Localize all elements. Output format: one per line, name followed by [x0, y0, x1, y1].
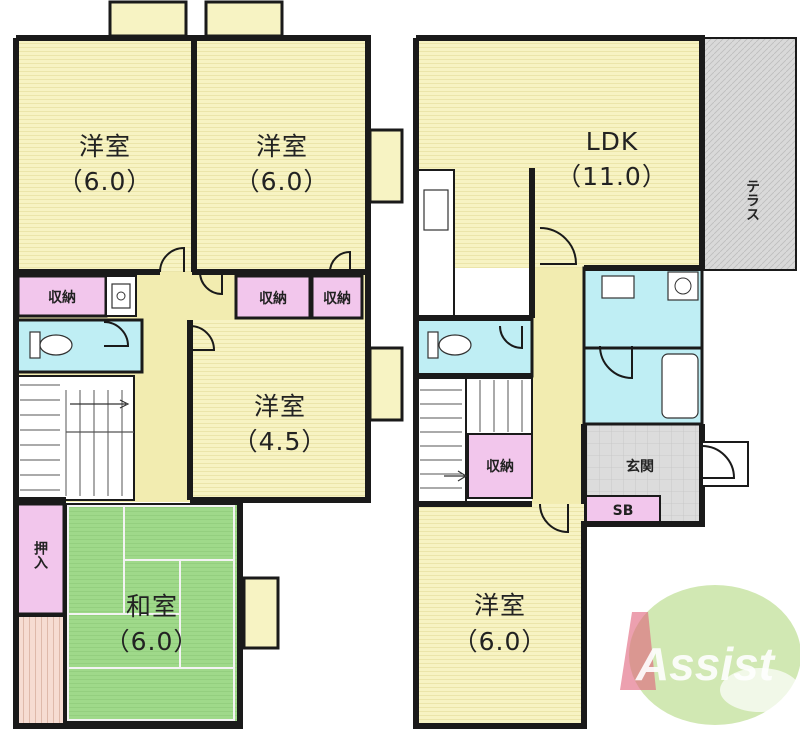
- right-floor: LDK （11.0） テラス 収納 玄関 SB 洋室 （6.0）: [413, 35, 797, 729]
- room-size: （6.0）: [453, 627, 548, 656]
- room-name: 洋室: [79, 132, 131, 161]
- storage: [234, 274, 312, 320]
- wood-deck: [15, 615, 65, 725]
- shoebox-label: SB: [613, 503, 634, 519]
- room-size: （6.0）: [58, 167, 153, 196]
- window-box: [368, 346, 404, 422]
- room-fill: [16, 40, 194, 272]
- room-name: 洋室: [256, 132, 308, 161]
- tatami-room: [65, 503, 239, 723]
- shoebox: [585, 495, 661, 525]
- genkan-label: 玄関: [626, 458, 654, 475]
- assist-logo: Assist: [620, 585, 800, 725]
- balcony: [204, 0, 284, 38]
- toilet-icon: [427, 331, 472, 359]
- room-fill: [416, 504, 584, 726]
- balcony: [108, 0, 188, 38]
- sink-icon: [417, 169, 455, 319]
- storage-label: 収納: [259, 290, 287, 307]
- window-box: [242, 576, 280, 650]
- room-fill: [416, 38, 702, 268]
- room-name: 洋室: [254, 392, 306, 421]
- doors: [103, 246, 351, 351]
- sink-icon: [111, 283, 131, 309]
- stairs-icon: [15, 375, 135, 501]
- toilet-icon: [29, 331, 73, 359]
- room-size: （11.0）: [556, 162, 668, 191]
- storage-label: 収納: [323, 290, 351, 307]
- washer-icon: [601, 271, 699, 301]
- terrace-label: テラス: [744, 179, 760, 221]
- storage: [310, 274, 364, 320]
- window-box: [368, 128, 404, 204]
- storage-label: 収納: [48, 289, 76, 306]
- terrace: [703, 37, 797, 271]
- left-floor: 洋室 （6.0） 洋室 （6.0） 洋室 （4.5） 収納 収納 収納 押入 和…: [13, 0, 404, 729]
- storage-label: 収納: [486, 458, 514, 475]
- room-fill: [196, 40, 368, 272]
- sink-alcove: [105, 275, 137, 317]
- room-name: 洋室: [474, 591, 526, 620]
- room-size: （6.0）: [105, 627, 200, 656]
- logo-text: Assist: [635, 638, 776, 690]
- hall-fill: [532, 268, 584, 504]
- room-size: （6.0）: [235, 167, 330, 196]
- bathtub-icon: [661, 353, 699, 419]
- entry-step: [701, 441, 749, 487]
- room-name: LDK: [586, 127, 639, 156]
- room-fill: [190, 320, 368, 500]
- room-size: （4.5）: [233, 427, 328, 456]
- walls: [413, 35, 705, 729]
- storage: [16, 274, 108, 318]
- room-name: 和室: [126, 592, 178, 621]
- closet-label: 押入: [32, 540, 48, 569]
